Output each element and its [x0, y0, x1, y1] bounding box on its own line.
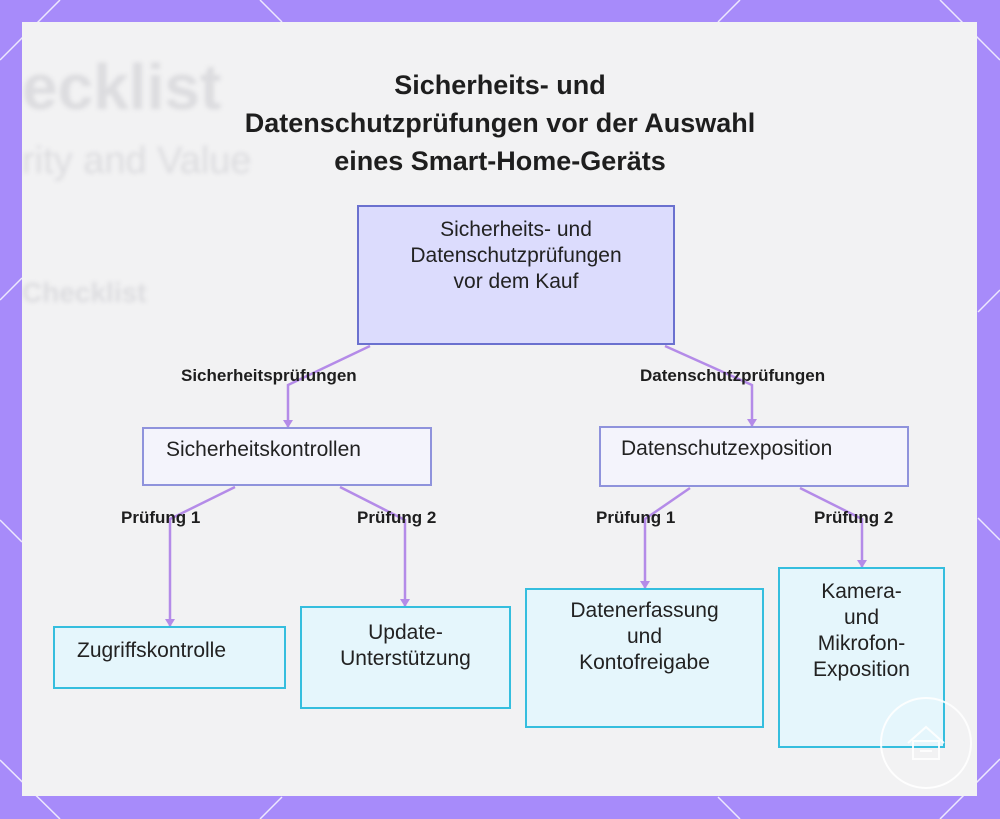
connector-root-privacy: [664, 344, 754, 426]
connector-root-security: [286, 344, 371, 427]
node-text: Unterstützung: [340, 647, 471, 670]
connector-privacy-data: [643, 486, 691, 588]
title-line: eines Smart-Home-Geräts: [334, 146, 666, 176]
background-ghost-text: ecklist: [22, 51, 222, 123]
edge-label-check-1: Prüfung 1: [121, 508, 201, 527]
home-logo-icon: [880, 697, 972, 789]
node-text: Mikrofon-: [817, 632, 906, 655]
edge-label-check-1: Prüfung 1: [596, 508, 676, 527]
node-text: Sicherheits- und: [440, 218, 592, 241]
arrowhead: [857, 560, 867, 568]
node-text: Datenschutzprüfungen: [410, 244, 622, 267]
edge-label-check-2: Prüfung 2: [814, 508, 894, 527]
page-title: Sicherheits- und Datenschutzprüfungen vo…: [150, 66, 850, 180]
connector-privacy-camera: [799, 486, 864, 567]
connector-security-update: [339, 485, 407, 606]
node-text: vor dem Kauf: [453, 270, 579, 293]
node-access-control: Zugriffskontrolle: [53, 626, 286, 689]
node-data-collection: Datenerfassung und Kontofreigabe: [525, 588, 764, 728]
node-text: Exposition: [813, 658, 910, 681]
node-text: und: [843, 606, 880, 629]
edge-label-privacy-checks: Datenschutzprüfungen: [640, 366, 826, 385]
node-text: Update-: [368, 621, 443, 644]
edge-label-check-2: Prüfung 2: [357, 508, 437, 527]
title-line: Sicherheits- und: [394, 70, 606, 100]
connector-security-access: [168, 485, 236, 626]
node-text: Kamera-: [821, 580, 902, 603]
node-text: und: [626, 625, 663, 648]
background-ghost-text: rity and Value: [22, 140, 252, 182]
arrowhead: [283, 420, 293, 428]
title-line: Datenschutzprüfungen vor der Auswahl: [244, 108, 756, 138]
arrowhead: [640, 581, 650, 589]
node-privacy-exposure: Datenschutzexposition: [599, 426, 909, 487]
edge-label-security-checks: Sicherheitsprüfungen: [181, 366, 357, 385]
node-security-controls: Sicherheitskontrollen: [142, 427, 432, 486]
node-update-support: Update- Unterstützung: [300, 606, 511, 709]
node-text: Kontofreigabe: [579, 651, 710, 674]
node-text: Sicherheitskontrollen: [166, 438, 361, 461]
node-root: Sicherheits- und Datenschutzprüfungen vo…: [357, 205, 675, 345]
node-text: Datenerfassung: [570, 599, 719, 622]
arrowhead: [400, 599, 410, 607]
node-text: Zugriffskontrolle: [77, 639, 227, 662]
node-text: Datenschutzexposition: [621, 437, 833, 460]
background-ghost-text: Checklist: [22, 277, 147, 308]
arrowhead: [165, 619, 175, 627]
arrowhead: [747, 419, 757, 427]
